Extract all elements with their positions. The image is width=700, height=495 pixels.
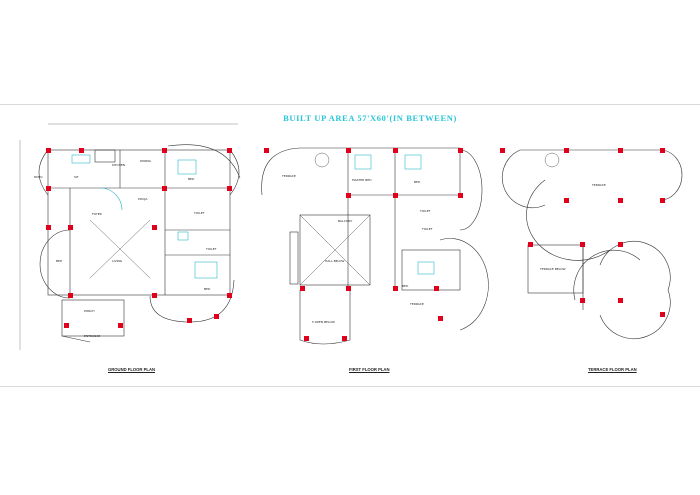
room-label: TERRACE BELOW [539, 267, 566, 271]
first-curved-wall-right [459, 149, 483, 231]
room-label: KITCHEN [112, 163, 125, 167]
door-swing [99, 187, 123, 211]
room-label: FOYER [92, 212, 102, 216]
first-floor-plan-label: FIRST FLOOR PLAN [349, 367, 390, 372]
room-label: HALL BELOW [325, 259, 344, 263]
sofa-fixture [71, 154, 91, 164]
spiral-stair [544, 152, 560, 168]
room-label: TOILET [421, 227, 433, 231]
hall-below-void [299, 214, 371, 286]
kitchen-counter [94, 149, 116, 163]
built-up-area-title: BUILT UP AREA 57'X60'(IN BETWEEN) [283, 113, 457, 123]
spiral-stair [314, 152, 330, 168]
room-label: DINING [140, 159, 152, 163]
ground-arc-bay [167, 144, 241, 179]
room-label: BED [402, 284, 409, 288]
ground-curved-wall-left-bottom [39, 229, 71, 299]
bed-fixture [417, 261, 435, 275]
ground-floor-plan-label: GROUND FLOOR PLAN [108, 367, 155, 372]
room-labels: SIT DINING LIVING BED BED FOYER TOILET T… [34, 159, 606, 338]
ground-floor-plan [19, 123, 241, 350]
bed-fixture [404, 154, 422, 170]
room-label: POOJA [138, 197, 148, 201]
terrace-left-arc [502, 149, 546, 208]
room-label: BED [188, 177, 195, 181]
sheet-border-top [0, 104, 700, 105]
room-label: TOILET [419, 209, 431, 213]
porch-steps [61, 335, 91, 343]
bed-room-outline [401, 249, 461, 291]
ground-outer-wall [47, 149, 231, 296]
bed-fixture [177, 159, 197, 175]
terrace-top-wall [520, 149, 683, 201]
room-label: TERRACE [281, 174, 296, 178]
bed-fixture [354, 154, 372, 170]
toilet-fixture [177, 231, 189, 241]
room-label: BALCONY [338, 219, 352, 223]
first-outer-wall-top [261, 147, 461, 196]
ground-curved-wall-right-top [229, 149, 240, 196]
stair-rail [289, 231, 299, 285]
room-label: SIT [74, 175, 79, 179]
first-floor-plan [261, 147, 489, 345]
room-label: TOILET [193, 211, 205, 215]
room-label: BED [56, 259, 63, 263]
room-label: LIVING [112, 259, 123, 263]
ground-curved-wall-left-top [38, 149, 49, 196]
room-label: TOILET [205, 247, 217, 251]
room-label: MASTER BED [352, 178, 372, 182]
room-label: T-OPEN BELOW [311, 320, 335, 324]
room-label: TERRACE [591, 183, 606, 187]
open-area-diagonal [89, 219, 151, 279]
room-label: BED [414, 180, 421, 184]
porch-outline [61, 299, 125, 337]
room-label: PATIO [34, 175, 43, 179]
terrace-right-bay [599, 240, 671, 340]
terrace-inner-arc [526, 179, 611, 261]
ground-curved-wall-bottom [149, 279, 235, 323]
column-markers [46, 148, 665, 341]
sheet-border-bottom [0, 386, 700, 387]
open-below-bay [299, 290, 351, 345]
room-label: ENTRANCE [84, 334, 100, 338]
room-label: BED [204, 287, 211, 291]
terrace-floor-plan [502, 149, 683, 340]
room-label: TERRACE [409, 302, 424, 306]
bed-fixture [194, 261, 218, 279]
first-curved-wall-bottom-right [439, 238, 489, 331]
terrace-floor-plan-label: TERRACE FLOOR PLAN [588, 367, 637, 372]
terrace-bottom-arc [573, 249, 641, 301]
void-diagonal [299, 214, 371, 286]
room-label: PORCH [84, 309, 94, 313]
